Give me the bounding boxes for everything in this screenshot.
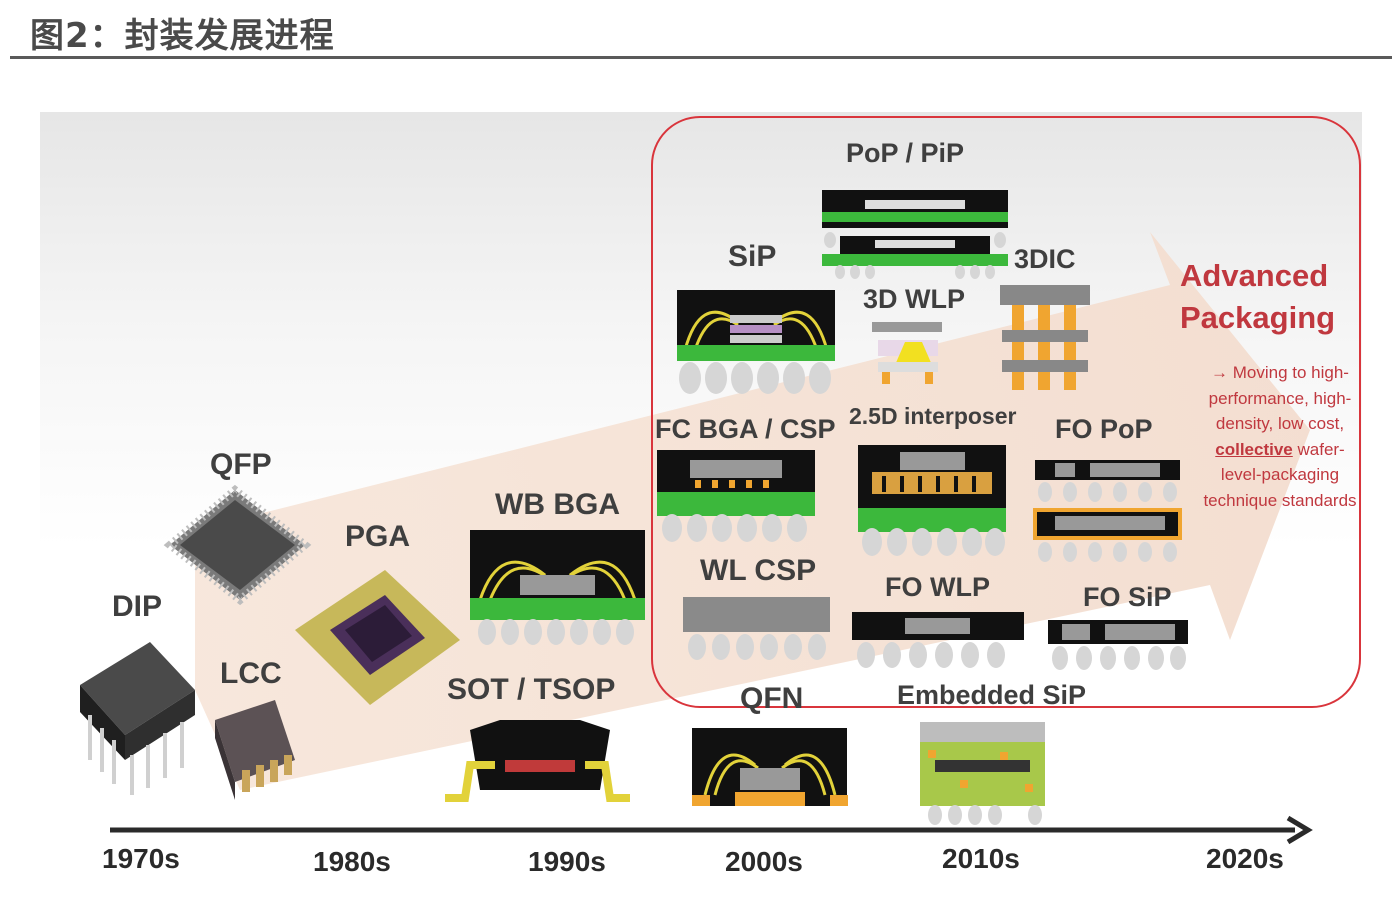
label-3dic: 3DIC <box>1014 244 1076 275</box>
advanced-desc-prefix: → Moving to high-performance, high-densi… <box>1209 363 1352 433</box>
year-1990s: 1990s <box>528 846 606 878</box>
qfn-package <box>692 728 848 806</box>
fo-wlp-package <box>852 612 1024 668</box>
year-2000s: 2000s <box>725 846 803 878</box>
fo-sip-package <box>1048 620 1188 670</box>
advanced-title-line1: Advanced <box>1180 255 1350 297</box>
sot-tsop-package <box>445 720 630 798</box>
label-sip: SiP <box>728 240 776 274</box>
label-fo-sip: FO SiP <box>1083 582 1172 613</box>
label-3d-wlp: 3D WLP <box>863 284 965 315</box>
label-fo-pop: FO PoP <box>1055 414 1153 445</box>
label-sot-tsop: SOT / TSOP <box>447 673 615 707</box>
label-fo-wlp: FO WLP <box>885 572 990 603</box>
label-25d-interposer: 2.5D interposer <box>849 403 1016 430</box>
advanced-packaging-title: Advanced Packaging <box>1180 255 1350 339</box>
year-1970s: 1970s <box>102 843 180 875</box>
advanced-title-line2: Packaging <box>1180 297 1350 339</box>
year-2010s: 2010s <box>942 843 1020 875</box>
sip-package <box>677 290 835 394</box>
pop-pip-package <box>822 190 1008 279</box>
label-qfn: QFN <box>740 682 803 716</box>
label-qfp: QFP <box>210 448 272 482</box>
advanced-packaging-description: → Moving to high-performance, high-densi… <box>1200 360 1360 513</box>
embedded-sip-package <box>920 722 1045 825</box>
label-pga: PGA <box>345 520 410 554</box>
label-lcc: LCC <box>220 657 282 691</box>
label-pop-pip: PoP / PiP <box>846 138 964 169</box>
label-embedded-sip: Embedded SiP <box>897 680 1086 711</box>
year-2020s: 2020s <box>1206 843 1284 875</box>
timeline-axis <box>110 818 1308 842</box>
label-dip: DIP <box>112 590 162 624</box>
dip-chip <box>80 642 195 795</box>
label-fc-bga-csp: FC BGA / CSP <box>655 414 836 445</box>
label-wb-bga: WB BGA <box>495 488 620 522</box>
label-wl-csp: WL CSP <box>700 554 816 588</box>
year-1980s: 1980s <box>313 846 391 878</box>
advanced-desc-emphasis: collective <box>1215 440 1293 459</box>
